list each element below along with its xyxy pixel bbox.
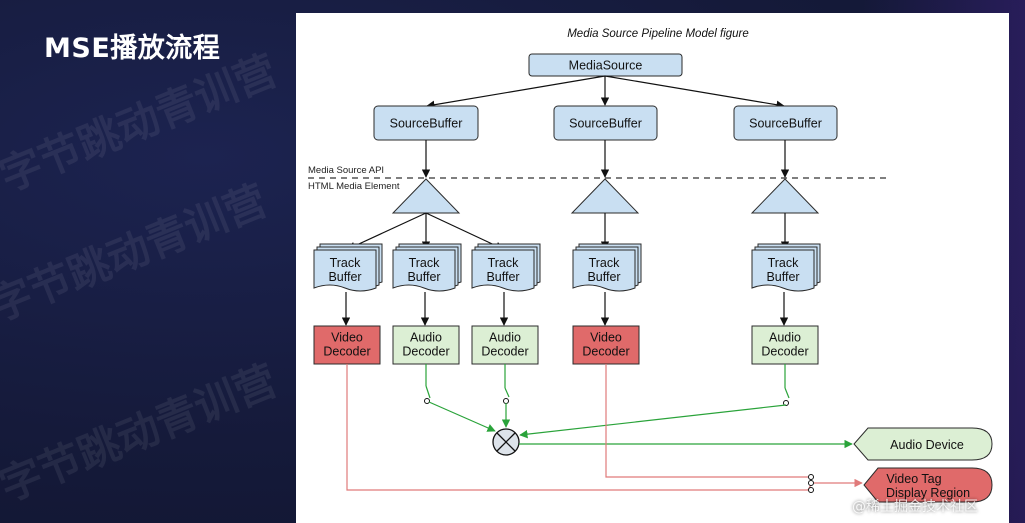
track-buffer-5-line1: Track: [768, 256, 800, 270]
track-buffer-1-line1: Track: [330, 256, 362, 270]
track-buffer-2-line2: Buffer: [407, 270, 440, 284]
watermark-2: 字节跳动青训营: [0, 175, 274, 332]
video-tag-line1: Video Tag: [886, 472, 941, 486]
audio-decoder-1-line2: Decoder: [402, 345, 449, 359]
video-decoder-1-line2: Decoder: [323, 345, 370, 359]
media-source-label: MediaSource: [569, 59, 643, 73]
video-decoder-2: Video Decoder: [572, 325, 640, 365]
source-buffer-3-label: SourceBuffer: [749, 117, 822, 131]
video-decoder-2-line1: Video: [590, 331, 622, 345]
audio-path-1: [424, 364, 496, 432]
audio-path-2: [501, 364, 511, 428]
audio-decoder-2-line1: Audio: [489, 331, 521, 345]
source-buffer-3: SourceBuffer: [733, 105, 838, 141]
edge-tri1-tb1: [347, 212, 427, 250]
api-label-top: Media Source API: [308, 165, 384, 176]
track-buffer-1: Track Buffer: [313, 243, 383, 292]
audio-device-label: Audio Device: [890, 438, 964, 452]
footer-credit: @稀土掘金技术社区: [852, 499, 978, 515]
audio-decoder-3: Audio Decoder: [751, 325, 819, 365]
pipeline-diagram: Media Source Pipeline Model figure Media…: [308, 28, 993, 503]
slide-title: MSE播放流程: [44, 33, 221, 64]
source-buffer-2: SourceBuffer: [553, 105, 658, 141]
edge-ms-sb1: [426, 75, 606, 109]
edge-ms-sb3: [604, 75, 785, 109]
audio-decoder-1: Audio Decoder: [392, 325, 460, 365]
track-buffer-4-line2: Buffer: [587, 270, 620, 284]
video-tag-node: Video Tag Display Region: [863, 467, 993, 503]
video-path-1: [346, 364, 813, 491]
track-buffer-5-line2: Buffer: [766, 270, 799, 284]
track-buffer-2-line1: Track: [409, 256, 441, 270]
demux-triangle-1: [391, 178, 461, 214]
audio-decoder-3-line1: Audio: [769, 331, 801, 345]
audio-device-node: Audio Device: [853, 427, 993, 461]
audio-decoder-2-line2: Decoder: [481, 345, 528, 359]
api-label-bottom: HTML Media Element: [308, 181, 400, 192]
media-source-node: MediaSource: [528, 53, 683, 77]
track-buffer-3: Track Buffer: [471, 243, 541, 292]
video-decoder-2-line2: Decoder: [582, 345, 629, 359]
video-switch: [808, 474, 863, 493]
video-decoder-1: Video Decoder: [313, 325, 381, 365]
audio-decoder-3-line2: Decoder: [761, 345, 808, 359]
edge-tri1-tb3: [425, 212, 504, 250]
video-decoder-1-line1: Video: [331, 331, 363, 345]
demux-triangle-3: [750, 178, 820, 214]
track-buffer-4: Track Buffer: [572, 243, 642, 292]
audio-mixer-node: [492, 428, 520, 456]
track-buffer-3-line1: Track: [488, 256, 520, 270]
track-buffer-3-line2: Buffer: [486, 270, 519, 284]
source-buffer-1: SourceBuffer: [373, 105, 479, 141]
audio-decoder-1-line1: Audio: [410, 331, 442, 345]
track-buffer-4-line1: Track: [589, 256, 621, 270]
diagram-title: Media Source Pipeline Model figure: [567, 28, 749, 40]
track-buffer-2: Track Buffer: [392, 243, 462, 292]
track-buffer-1-line2: Buffer: [328, 270, 361, 284]
source-buffer-1-label: SourceBuffer: [390, 117, 463, 131]
source-buffer-2-label: SourceBuffer: [569, 117, 642, 131]
demux-triangle-2: [570, 178, 640, 214]
diagram-panel: Media Source Pipeline Model figure Media…: [296, 13, 1009, 523]
audio-path-3: [519, 364, 790, 439]
video-tag-line2: Display Region: [886, 486, 970, 500]
track-buffer-5: Track Buffer: [751, 243, 821, 292]
video-path-2: [605, 364, 808, 478]
audio-decoder-2: Audio Decoder: [471, 325, 539, 365]
watermark-3: 字节跳动青训营: [0, 355, 284, 512]
